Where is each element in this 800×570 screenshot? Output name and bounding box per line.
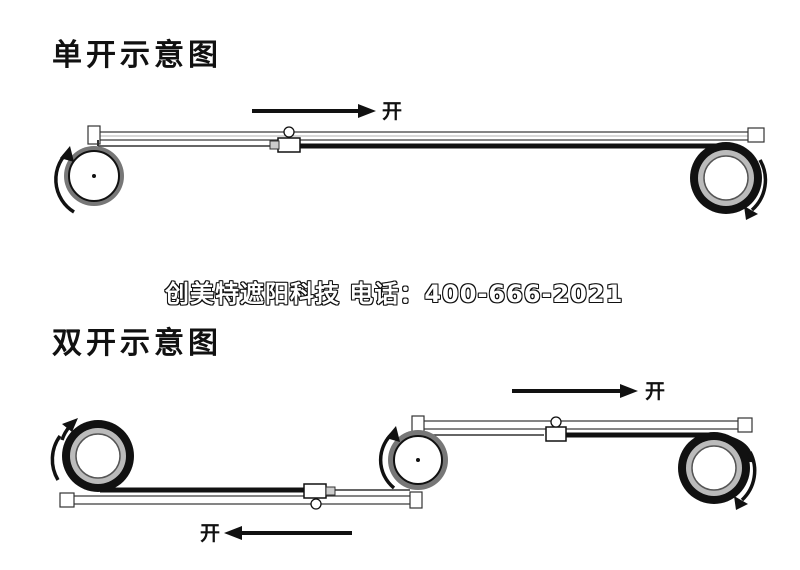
double-left-drum bbox=[62, 420, 134, 492]
single-open-diagram: 开 bbox=[54, 99, 768, 220]
double-lower-direction-label: 开 bbox=[200, 521, 220, 545]
double-lower-rail bbox=[59, 491, 423, 509]
double-upper-direction-label: 开 bbox=[645, 379, 665, 403]
single-left-drum bbox=[64, 140, 124, 206]
double-left-rotation-arrow bbox=[50, 434, 62, 481]
double-upper-rail bbox=[411, 415, 753, 435]
single-right-drum bbox=[690, 142, 762, 214]
double-lower-direction-arrow: 开 bbox=[200, 521, 352, 545]
single-right-rotation-arrow bbox=[750, 159, 768, 212]
double-upper-direction-arrow: 开 bbox=[512, 379, 665, 403]
double-right-rotation-arrow bbox=[740, 451, 757, 502]
watermark-text: 创美特遮阳科技 电话：400-666-2021 bbox=[165, 280, 624, 308]
double-lower-slider-clamp bbox=[303, 483, 336, 510]
single-rail bbox=[87, 125, 765, 145]
single-open-title: 单开示意图 bbox=[52, 38, 222, 73]
single-direction-arrow: 开 bbox=[252, 99, 402, 123]
single-direction-label: 开 bbox=[382, 99, 402, 123]
double-middle-drum bbox=[388, 430, 448, 490]
double-upper-slider-clamp bbox=[545, 416, 567, 442]
double-right-drum bbox=[678, 432, 750, 504]
double-open-title: 双开示意图 bbox=[52, 326, 222, 361]
double-open-diagram: 开 bbox=[50, 379, 757, 545]
single-slider-clamp bbox=[269, 126, 301, 153]
